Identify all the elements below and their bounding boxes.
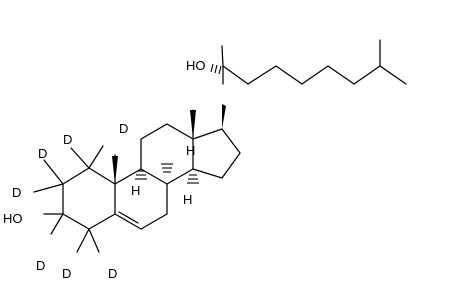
bond — [353, 65, 381, 85]
hashed-bond — [135, 170, 147, 180]
hydroxyl-label: HO — [3, 211, 23, 226]
deuterium-label: D — [119, 121, 128, 136]
hashed-bond — [210, 63, 222, 75]
bond — [192, 128, 223, 140]
bond — [88, 228, 100, 253]
bond — [221, 152, 241, 179]
bond — [192, 168, 223, 179]
bond — [88, 167, 116, 185]
bond — [140, 123, 168, 140]
bond — [62, 167, 90, 185]
bond-layer — [33, 39, 407, 253]
deuterium-label: D — [63, 132, 72, 147]
hydrogen-label: H — [186, 143, 195, 158]
bond — [114, 168, 142, 185]
bond — [275, 65, 303, 85]
bond — [166, 168, 194, 185]
bond — [33, 183, 64, 193]
deuterium-label: D — [12, 185, 21, 200]
wedge-bond — [190, 110, 196, 139]
bond — [379, 65, 407, 85]
bond — [114, 213, 142, 230]
atom-label-layer: HO HO D D D D D D D H H H — [3, 58, 206, 281]
bond — [76, 228, 90, 253]
deuterium-label: D — [62, 266, 71, 281]
bond — [301, 65, 329, 85]
hashed-bond — [187, 174, 199, 184]
bond — [140, 213, 168, 230]
bond — [221, 45, 224, 67]
bond — [62, 213, 90, 230]
deuterium-label: D — [36, 258, 45, 273]
hashed-bond — [161, 163, 173, 173]
deuterium-label: D — [38, 146, 47, 161]
bond — [43, 159, 64, 185]
bond — [166, 123, 194, 140]
bond — [70, 147, 90, 169]
hydroxyl-label: HO — [186, 58, 206, 73]
bond — [222, 65, 249, 85]
bond — [88, 213, 116, 230]
bond — [247, 65, 277, 85]
bond — [221, 128, 241, 154]
wedge-bond — [112, 156, 118, 184]
hydrogen-label: H — [131, 183, 140, 198]
wedge-bond — [222, 104, 226, 129]
bond — [88, 145, 104, 169]
bond — [50, 213, 64, 235]
hydrogen-label: H — [183, 192, 192, 207]
double-bond-inner — [118, 211, 139, 224]
stereo-layer — [112, 63, 226, 184]
deuterium-label: D — [108, 266, 117, 281]
bond — [140, 168, 168, 185]
bond — [327, 65, 355, 85]
